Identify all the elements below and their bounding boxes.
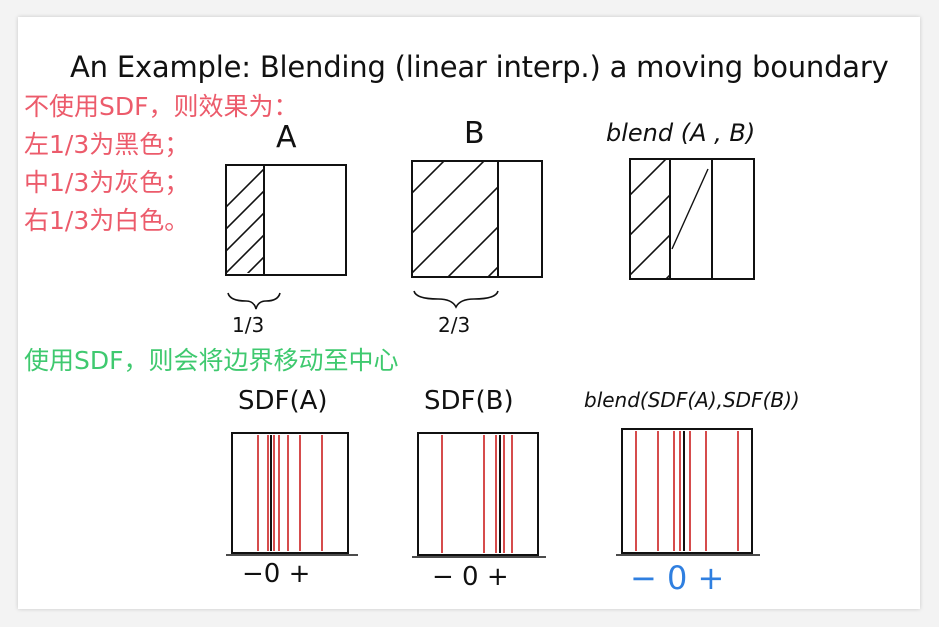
box-sdf-a [226, 432, 358, 556]
brace-b [413, 290, 499, 309]
note-line: 左1/3为黑色； [24, 130, 190, 159]
note-line: 中1/3为灰色； [24, 168, 190, 197]
box-blend [629, 158, 755, 280]
box-blend-sdf [616, 428, 760, 556]
hatch-blend-mid [671, 168, 709, 250]
brace-a [227, 292, 281, 310]
hand-drawn-diagram: A 1/3 B [225, 116, 800, 597]
box-b [411, 160, 543, 278]
note-line: 右1/3为白色。 [24, 206, 190, 235]
label-a: A [276, 120, 297, 155]
label-sdf-b: SDF(B) [424, 386, 514, 416]
axis-b-label: − 0 + [432, 562, 509, 592]
label-b: B [464, 116, 485, 151]
box-sdf-b [412, 432, 546, 558]
note-without-sdf: 不使用SDF，则效果为： 左1/3为黑色； 中1/3为灰色； 右1/3为白色。 [24, 88, 299, 240]
hatch-b [412, 162, 498, 277]
slide: An Example: Blending (linear interp.) a … [18, 17, 920, 609]
axis-blend-label: − 0 + [630, 559, 724, 597]
label-blend-sdf: blend(SDF(A),SDF(B)) [584, 388, 800, 412]
brace-b-label: 2/3 [438, 313, 470, 337]
slide-title: An Example: Blending (linear interp.) a … [70, 50, 889, 84]
axis-a-label: −0 + [242, 559, 310, 589]
box-a [225, 164, 347, 276]
sdf-b-red-lines [441, 435, 513, 553]
blend-sdf-red-lines [635, 431, 739, 551]
label-sdf-a: SDF(A) [238, 386, 328, 416]
brace-a-label: 1/3 [232, 313, 264, 337]
note-line: 不使用SDF，则效果为： [24, 92, 299, 121]
hatch-blend-left [630, 159, 670, 279]
sdf-a-red-lines [257, 435, 323, 551]
label-blend: blend (A , B) [606, 119, 755, 147]
note-with-sdf: 使用SDF，则会将边界移动至中心 [24, 346, 399, 375]
hatch-a [226, 168, 264, 273]
